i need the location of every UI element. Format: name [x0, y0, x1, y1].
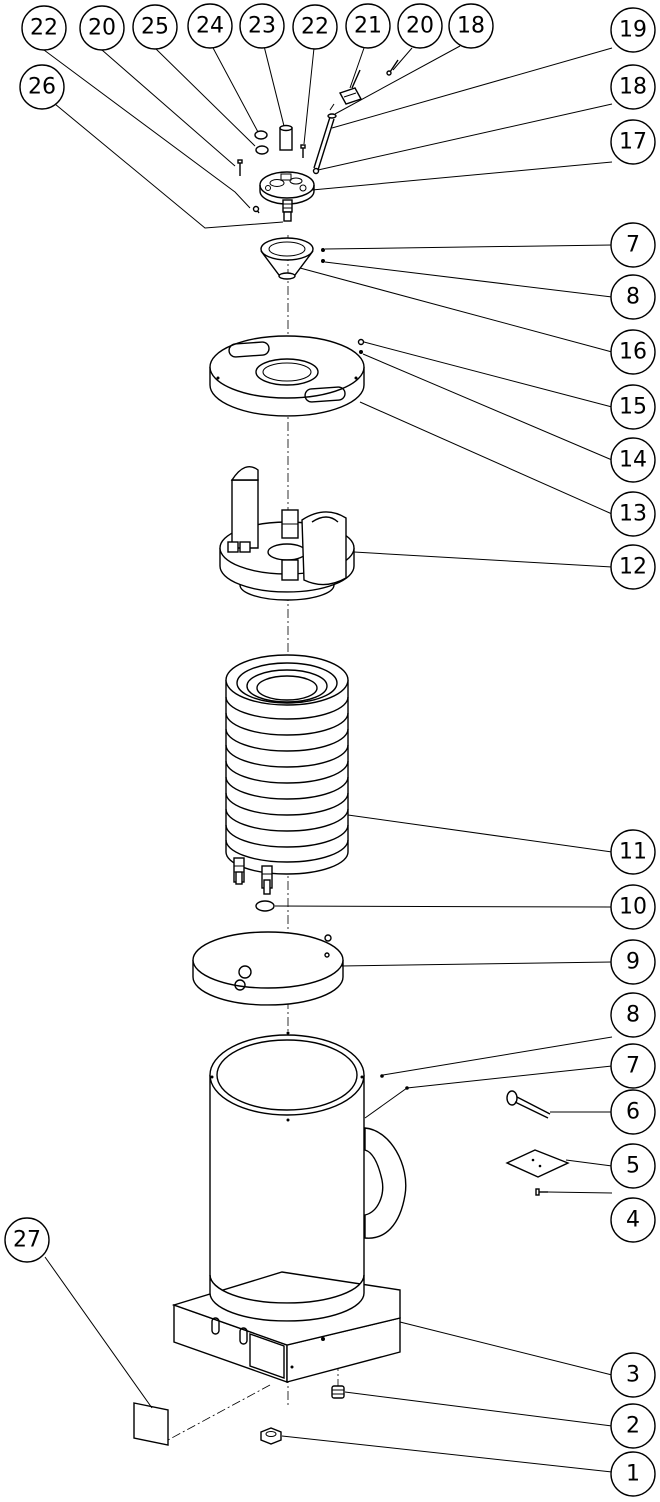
- part-14-15-screws: [357, 338, 365, 354]
- part-1-nut: [260, 1427, 282, 1445]
- svg-text:20: 20: [406, 14, 434, 39]
- svg-text:8: 8: [626, 1003, 640, 1028]
- svg-text:27: 27: [13, 1228, 41, 1253]
- svg-text:25: 25: [141, 15, 169, 40]
- svg-text:18: 18: [619, 75, 647, 100]
- part-9-plate: [192, 931, 344, 1006]
- callout-11: 11: [610, 829, 656, 875]
- callout-19: 19: [610, 7, 656, 53]
- part-11-heating-coil: [225, 654, 349, 895]
- callout-9: 9: [610, 939, 656, 985]
- callout-12: 12: [610, 544, 656, 590]
- svg-text:4: 4: [626, 1208, 640, 1233]
- svg-text:12: 12: [619, 555, 647, 580]
- callout-10: 10: [610, 884, 656, 930]
- svg-text:2: 2: [626, 1414, 640, 1439]
- part-20-screw-left: [237, 159, 243, 176]
- part-7-8-screws-top: [321, 248, 325, 263]
- part-5-pad: [505, 1149, 570, 1178]
- svg-text:13: 13: [619, 502, 647, 527]
- svg-text:22: 22: [30, 16, 58, 41]
- callout-25: 25: [132, 4, 178, 50]
- callout-23: 23: [239, 3, 285, 49]
- part-10-o-ring: [255, 900, 275, 912]
- callout-16: 16: [610, 329, 656, 375]
- callout-20a: 20: [79, 5, 125, 51]
- callout-4: 4: [610, 1197, 656, 1243]
- callout-20b: 20: [397, 3, 443, 49]
- svg-text:5: 5: [626, 1154, 640, 1179]
- callout-14: 14: [610, 437, 656, 483]
- svg-text:6: 6: [626, 1100, 640, 1125]
- callout-7b: 7: [610, 1043, 656, 1089]
- part-20-screw-right: [386, 59, 399, 76]
- svg-text:1: 1: [626, 1462, 640, 1487]
- callout-15: 15: [610, 384, 656, 430]
- callout-21: 21: [345, 3, 391, 49]
- svg-text:7: 7: [626, 1054, 640, 1079]
- leader-lines: [43, 45, 613, 1473]
- part-21-clip: [338, 69, 363, 105]
- tank-housing: [209, 1031, 407, 1304]
- svg-text:17: 17: [619, 130, 647, 155]
- svg-text:23: 23: [248, 14, 276, 39]
- callout-3: 3: [610, 1352, 656, 1398]
- part-2-foot: [331, 1385, 345, 1399]
- callout-8a: 8: [610, 274, 656, 320]
- svg-text:26: 26: [28, 75, 56, 100]
- part-12-reservoir-top: [219, 466, 355, 601]
- callout-22b: 22: [292, 4, 338, 50]
- callout-6: 6: [610, 1089, 656, 1135]
- callout-26: 26: [19, 64, 65, 110]
- svg-text:15: 15: [619, 395, 647, 420]
- callout-22a: 22: [21, 5, 67, 51]
- svg-text:11: 11: [619, 840, 647, 865]
- svg-text:19: 19: [619, 18, 647, 43]
- svg-text:18: 18: [457, 14, 485, 39]
- part-24-washer: [254, 130, 268, 140]
- svg-text:14: 14: [619, 448, 647, 473]
- part-3-base-box: [171, 1271, 401, 1383]
- part-16-funnel: [260, 237, 314, 280]
- callout-18a: 18: [448, 3, 494, 49]
- part-18-19-probe: [312, 103, 337, 175]
- part-17-top-cap: [259, 171, 315, 205]
- svg-text:24: 24: [196, 14, 224, 39]
- part-27-label: [133, 1402, 169, 1446]
- part-4-screw: [535, 1188, 548, 1196]
- svg-text:20: 20: [88, 16, 116, 41]
- part-22-screw-right: [300, 144, 306, 158]
- svg-text:16: 16: [619, 340, 647, 365]
- svg-text:22: 22: [301, 15, 329, 40]
- callout-1: 1: [610, 1451, 656, 1497]
- svg-text:3: 3: [626, 1363, 640, 1388]
- part-22-screw-left: [252, 205, 260, 214]
- axis-to-part-27: [167, 1384, 271, 1441]
- callout-8b: 8: [610, 992, 656, 1038]
- part-23-sleeve: [279, 124, 293, 151]
- svg-text:21: 21: [354, 14, 382, 39]
- part-13-lid: [209, 335, 365, 417]
- part-25-washer: [255, 145, 269, 155]
- svg-text:10: 10: [619, 895, 647, 920]
- part-7-8-screws-bottom: [380, 1074, 409, 1090]
- callout-17: 17: [610, 119, 656, 165]
- callout-13: 13: [610, 491, 656, 537]
- callout-2: 2: [610, 1403, 656, 1449]
- part-26-fitting: [282, 199, 293, 222]
- callout-7a: 7: [610, 222, 656, 268]
- svg-text:8: 8: [626, 285, 640, 310]
- callout-27: 27: [4, 1217, 50, 1263]
- callout-5: 5: [610, 1143, 656, 1189]
- callout-24: 24: [187, 3, 233, 49]
- callout-18b: 18: [610, 64, 656, 110]
- part-6-thermostat-probe: [506, 1090, 551, 1119]
- svg-text:7: 7: [626, 233, 640, 258]
- svg-text:9: 9: [626, 950, 640, 975]
